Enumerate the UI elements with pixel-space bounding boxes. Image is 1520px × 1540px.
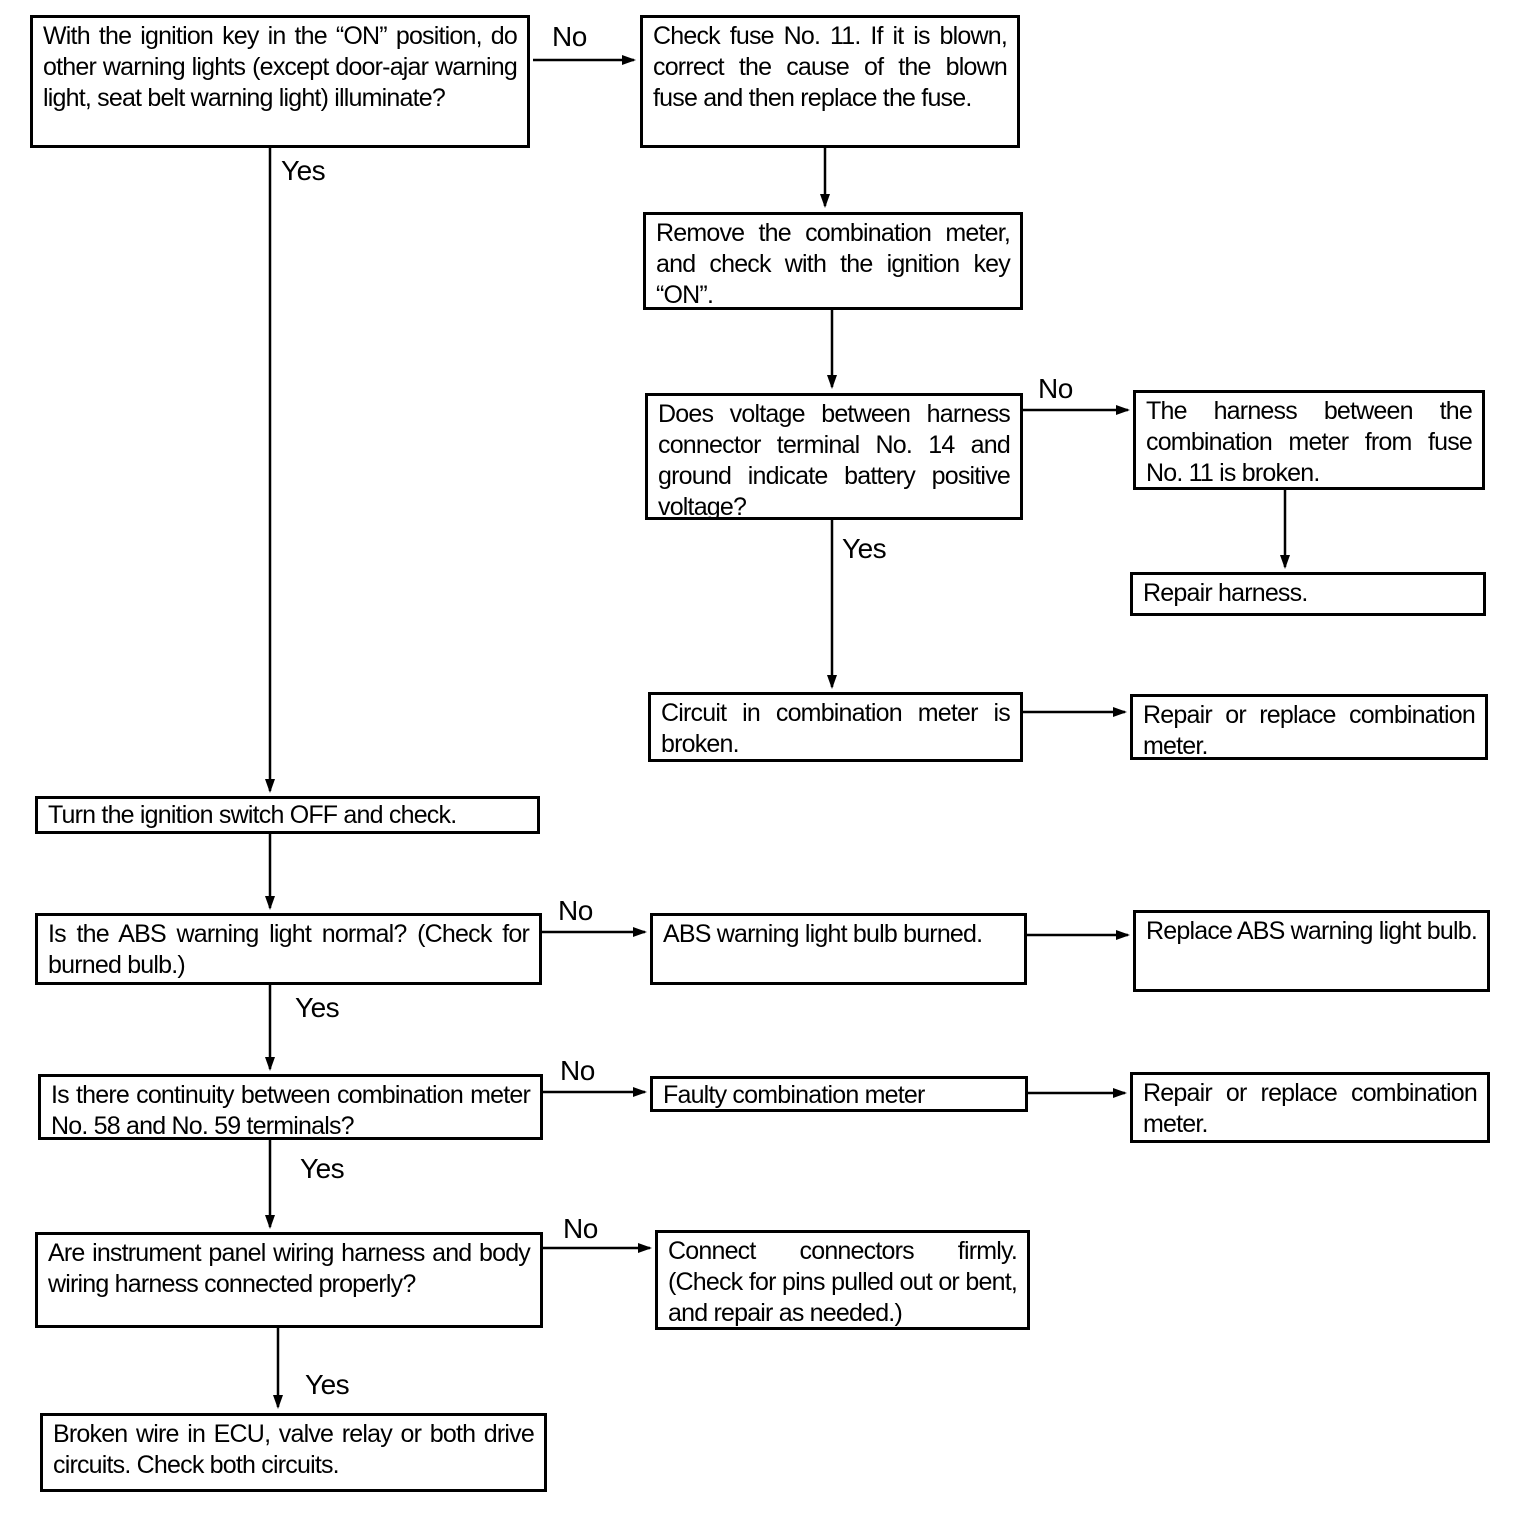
- node-repair-replace-meter-2: Repair or replace combina­tion meter.: [1130, 1072, 1490, 1143]
- node-connect-connectors: Connect connectors firmly. (Check for pi…: [655, 1230, 1030, 1330]
- node-harness-connected-question: Are instrument panel wiring harness and …: [35, 1232, 543, 1328]
- node-replace-bulb: Replace ABS warning light bulb.: [1133, 910, 1490, 992]
- node-faulty-combination-meter: Faulty combination meter: [650, 1076, 1028, 1112]
- edge-label-yes-5: Yes: [305, 1369, 350, 1400]
- node-repair-replace-meter-1: Repair or replace combina­tion meter.: [1130, 694, 1488, 760]
- node-harness-broken: The harness between the combination mete…: [1133, 390, 1485, 490]
- edge-label-no-3: No: [558, 895, 593, 926]
- node-remove-combination-meter: Remove the combination me­ter, and check…: [643, 212, 1023, 310]
- node-continuity-question: Is there continuity between combination …: [38, 1074, 543, 1140]
- node-turn-ignition-off: Turn the ignition switch OFF and check.: [35, 796, 540, 834]
- node-ignition-warning-lights-question: With the ignition key in the “ON” positi…: [30, 15, 530, 148]
- edge-label-no-2: No: [1038, 373, 1073, 404]
- node-voltage-question: Does voltage between har­ness connector …: [645, 393, 1023, 520]
- node-bulb-burned: ABS warning light bulb burned.: [650, 913, 1027, 985]
- node-circuit-broken: Circuit in combination meter is broken.: [648, 692, 1023, 762]
- edge-label-yes-4: Yes: [300, 1153, 345, 1184]
- node-broken-wire-ecu: Broken wire in ECU, valve relay or both …: [40, 1413, 547, 1492]
- edge-label-yes-1: Yes: [281, 155, 326, 186]
- edge-label-no-5: No: [563, 1213, 598, 1244]
- node-abs-light-question: Is the ABS warning light normal? (Check …: [35, 913, 542, 985]
- node-repair-harness: Repair harness.: [1130, 572, 1486, 616]
- node-check-fuse: Check fuse No. 11. If it is blown, corre…: [640, 15, 1020, 148]
- edge-label-yes-2: Yes: [842, 533, 887, 564]
- edge-label-yes-3: Yes: [295, 992, 340, 1023]
- edge-label-no-1: No: [552, 21, 587, 52]
- edge-label-no-4: No: [560, 1055, 595, 1086]
